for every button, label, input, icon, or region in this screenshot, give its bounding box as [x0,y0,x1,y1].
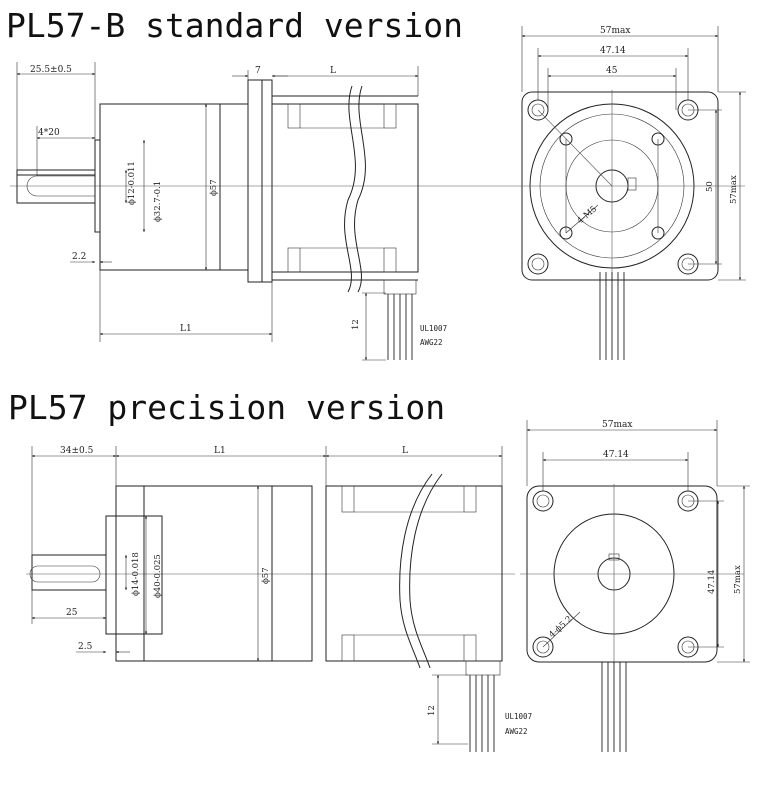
std-shaft-length-label: 25.5±0.5 [30,65,72,75]
prec-holes-label: 4-ϕ5.2 [547,614,574,640]
precision-side-view: 12 UL1007 AWG22 34±0.5 L1 L ϕ14-0.018 ϕ4… [26,446,532,752]
prec-shaft-length-label: 34±0.5 [60,446,94,456]
prec-lead-length-label: 12 [427,705,437,716]
std-inner-spacing-label: 45 [606,66,618,76]
prec-wire-label-awg: AWG22 [505,727,528,736]
std-height-b-label: 57max [729,175,739,204]
standard-version-title: PL57-B standard version [6,6,463,45]
std-gap-label: 2.2 [72,252,86,262]
prec-height-b-label: 57max [733,565,743,594]
std-hole-spacing-label: 47.14 [600,46,626,56]
std-pilot-dia-label: ϕ32.7-0.1 [153,181,163,222]
std-key-label: 4*20 [38,128,60,138]
precision-front-view: 4-ϕ5.2 57max 47.14 47.14 57max [520,420,750,752]
prec-shaft-dia-label: ϕ14-0.018 [131,552,141,596]
precision-version-title: PL57 precision version [8,388,445,427]
std-shaft-dia-label: ϕ12-0.011 [127,161,137,205]
std-body-dia-label: ϕ57 [209,179,219,196]
std-flange-thickness-label: 7 [255,66,261,76]
prec-overall-width-label: 57max [602,420,632,430]
std-height-a-label: 50 [705,181,715,192]
std-overall-width-label: 57max [600,26,630,36]
standard-front-view: 4-M5 57max 47.14 45 50 57max [515,26,746,360]
prec-hole-spacing-label: 47.14 [603,450,629,460]
std-wire-label-awg: AWG22 [420,338,443,347]
prec-body-dia-label: ϕ57 [261,567,271,584]
prec-gearbox-length-label: L1 [214,446,226,456]
prec-key-length-label: 25 [66,608,78,618]
std-holes-label: 4-M5 [576,204,600,226]
std-wire-label-ul: UL1007 [420,324,447,333]
prec-height-a-label: 47.14 [707,570,717,594]
prec-gap-label: 2.5 [78,642,93,652]
prec-motor-length-label: L [402,446,408,456]
std-motor-length-label: L [330,66,336,76]
std-lead-length-label: 12 [351,319,361,330]
prec-pilot-dia-label: ϕ40-0.025 [153,554,163,598]
prec-wire-label-ul: UL1007 [505,712,532,721]
standard-side-view: 12 UL1007 AWG22 25.5±0.5 4*20 7 L ϕ12-0.… [10,62,515,361]
std-gearbox-length-label: L1 [180,324,192,334]
